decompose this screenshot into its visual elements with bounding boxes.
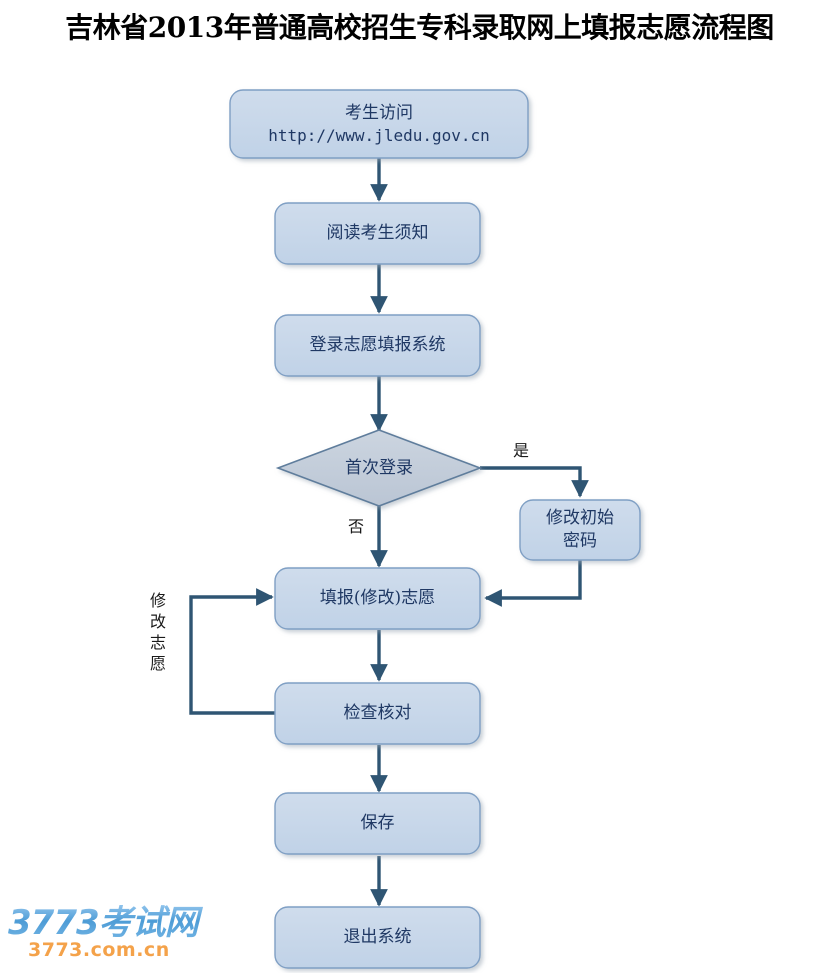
page-title: 吉林省2013年普通高校招生专科录取网上填报志愿流程图 [65,11,774,44]
watermark-sub-text: 3773.com.cn [28,939,170,961]
node-read[interactable]: 阅读考生须知 [275,203,480,264]
edge-label-yes: 是 [513,441,530,460]
node-shape-fill[interactable] [274,567,481,630]
node-login[interactable]: 登录志愿填报系统 [275,315,480,376]
node-visit[interactable]: 考生访问 http://www.jledu.gov.cn [230,90,528,158]
node-login-label: 登录志愿填报系统 [309,335,446,356]
node-first[interactable]: 首次登录 [278,438,480,498]
connector-check-fill-loop [189,588,279,715]
node-check[interactable]: 检查核对 [275,683,480,744]
node-chgpwd-label-2: 密码 [563,531,597,551]
node-shape-read[interactable] [274,202,481,265]
edge-label-no: 否 [348,517,365,536]
node-exit-label: 退出系统 [343,927,412,948]
node-exit[interactable]: 退出系统 [275,907,480,968]
node-fill-label: 填报(修改)志愿 [319,588,436,609]
node-shape-chgpwd[interactable] [519,499,641,561]
node-visit-label-1: 考生访问 [345,102,413,123]
connector-first-chgpwd-yes [480,466,589,498]
node-shape-first[interactable] [275,429,483,507]
node-shape-save[interactable] [274,792,481,855]
node-save[interactable]: 保存 [275,793,480,854]
node-shape-login[interactable] [274,314,481,377]
node-visit-label-2: http://www.jledu.gov.cn [268,125,490,145]
node-shape-visit[interactable] [229,89,529,159]
watermark-main-text: 3773考试网 [8,905,208,941]
connector-chgpwd-fill [484,560,582,607]
node-shape-exit[interactable] [274,906,481,969]
node-check-label: 检查核对 [343,703,412,724]
node-shape-check[interactable] [274,682,481,745]
node-chgpwd[interactable]: 修改初始 密码 [520,500,640,560]
edge-label-modify: 修改志愿 [147,592,166,676]
node-first-label: 首次登录 [345,457,413,478]
node-fill[interactable]: 填报(修改)志愿 [275,568,480,629]
node-read-label: 阅读考生须知 [326,223,429,244]
watermark: 3773考试网 3773.com.cn [8,905,208,967]
node-chgpwd-label-1: 修改初始 [546,508,614,529]
connector-group [189,158,589,907]
node-save-label: 保存 [360,813,395,834]
